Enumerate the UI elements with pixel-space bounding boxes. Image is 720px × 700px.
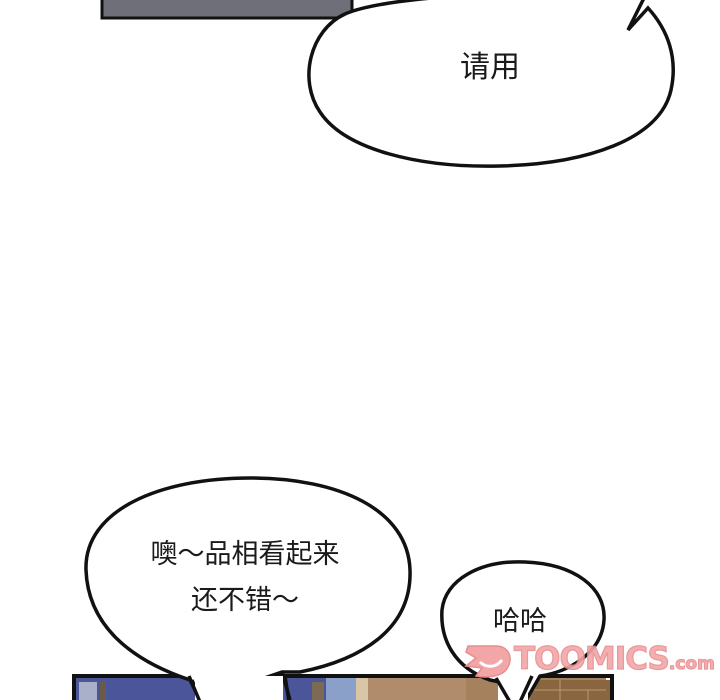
toomics-logo-icon bbox=[464, 645, 511, 678]
dialogue-haha: 哈哈 bbox=[493, 606, 547, 637]
toomics-watermark: TOOMICS.com bbox=[462, 640, 715, 680]
speech-bubble-left bbox=[84, 476, 412, 700]
watermark-brand: TOOMICS bbox=[513, 640, 670, 677]
watermark-text: TOOMICS.com bbox=[513, 640, 715, 677]
top-panel bbox=[100, 0, 354, 20]
watermark-suffix: .com bbox=[668, 653, 715, 674]
speech-bubble-top bbox=[307, 0, 675, 168]
dialogue-please-use: 请用 bbox=[460, 50, 520, 85]
dialogue-looks-good: 噢～品相看起来 还不错～ bbox=[150, 539, 340, 616]
